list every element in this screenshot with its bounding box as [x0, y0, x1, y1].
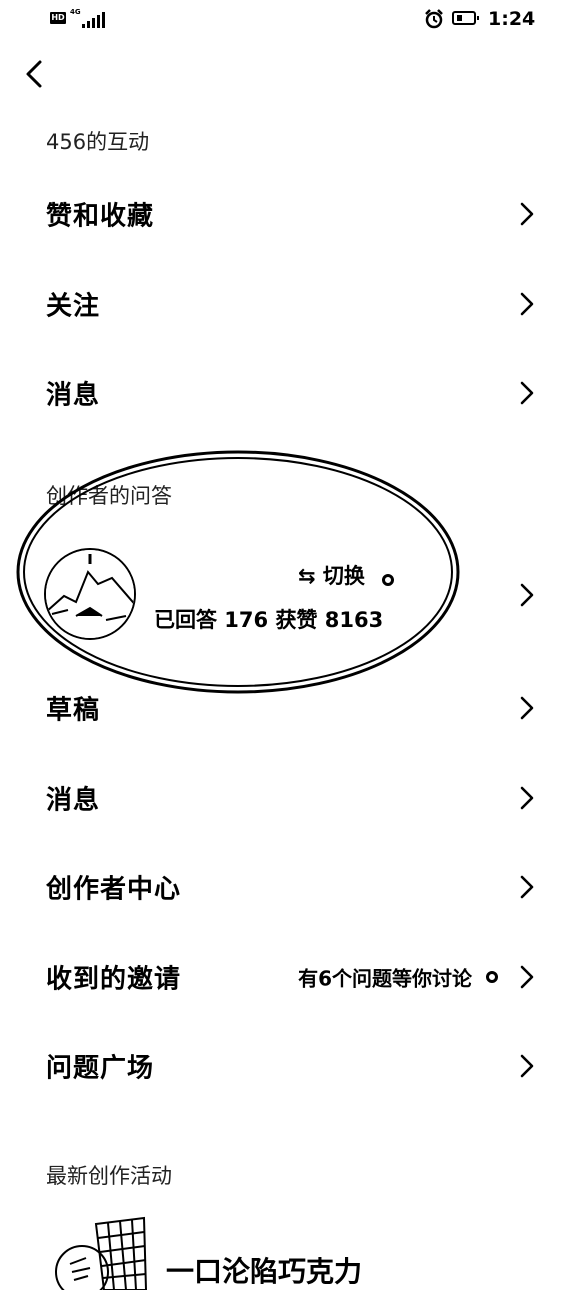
switch-label: ⇆ 切换	[298, 564, 365, 588]
row-label: 草稿	[46, 695, 101, 726]
chevron-left-icon[interactable]	[22, 58, 50, 90]
clock-time: 1:24	[488, 8, 536, 30]
chevron-right-icon	[520, 583, 534, 607]
activity-title: 一口沦陷巧克力	[166, 1255, 363, 1288]
row-received-invitations[interactable]: 收到的邀请 有6个问题等你讨论	[0, 941, 576, 1013]
signal-icon: 4G	[70, 8, 105, 28]
activity-thumbnail	[52, 1214, 148, 1290]
chevron-right-icon	[520, 696, 534, 720]
chevron-right-icon	[520, 875, 534, 899]
chevron-right-icon	[520, 292, 534, 316]
chevron-right-icon	[520, 381, 534, 405]
chevron-right-icon	[520, 786, 534, 810]
creator-account-card[interactable]: ⇆ 切换 已回答 176 获赞 8163	[0, 540, 576, 650]
latest-activity-section-title: 最新创作活动	[46, 1164, 172, 1188]
row-creator-center[interactable]: 创作者中心	[0, 851, 576, 923]
row-following[interactable]: 关注	[0, 268, 576, 340]
avatar	[44, 548, 136, 640]
interactions-section-title: 456的互动	[46, 130, 150, 154]
username-redacted	[210, 562, 230, 588]
row-drafts[interactable]: 草稿	[0, 672, 576, 744]
row-label: 消息	[46, 380, 101, 411]
row-label: 问题广场	[46, 1053, 155, 1084]
network-type: 4G	[70, 8, 81, 16]
alarm-icon	[425, 9, 443, 29]
creator-qa-section-title: 创作者的问答	[46, 484, 172, 508]
row-label: 收到的邀请	[46, 964, 182, 995]
row-creator-messages[interactable]: 消息	[0, 762, 576, 834]
battery-icon	[452, 11, 479, 25]
hd-badge: HD	[50, 12, 66, 24]
notification-dot	[486, 971, 498, 983]
row-question-square[interactable]: 问题广场	[0, 1030, 576, 1102]
status-bar: HD 4G 1:24	[0, 0, 576, 40]
row-messages[interactable]: 消息	[0, 357, 576, 429]
chevron-right-icon	[520, 965, 534, 989]
row-label: 消息	[46, 785, 101, 816]
chevron-right-icon	[520, 1054, 534, 1078]
creator-stats: 已回答 176 获赞 8163	[154, 608, 384, 632]
row-label: 关注	[46, 291, 101, 322]
chevron-right-icon	[520, 202, 534, 226]
row-label: 赞和收藏	[46, 201, 155, 232]
row-likes-favorites[interactable]: 赞和收藏	[0, 178, 576, 250]
activity-item[interactable]: 一口沦陷巧克力	[0, 1210, 576, 1290]
switch-account-button[interactable]: ⇆ 切换	[298, 560, 365, 590]
invitation-hint: 有6个问题等你讨论	[298, 966, 472, 991]
row-label: 创作者中心	[46, 874, 182, 905]
notification-dot	[382, 574, 394, 586]
